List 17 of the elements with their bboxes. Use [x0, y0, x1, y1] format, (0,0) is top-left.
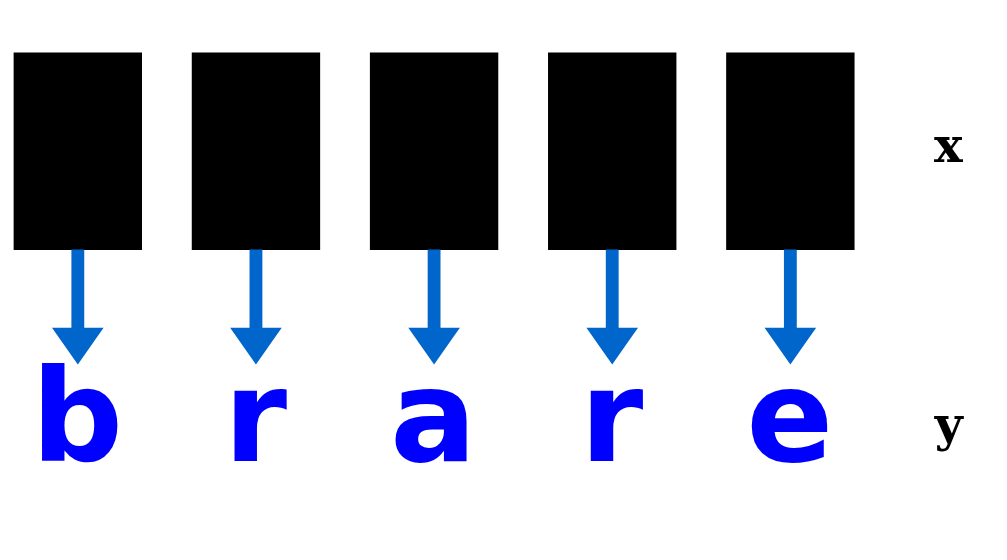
arrow: [52, 248, 104, 365]
node-box: [369, 52, 499, 250]
node-text: a: [389, 341, 477, 491]
node-text: e: [746, 341, 834, 491]
arrow: [408, 248, 460, 365]
node-text: b: [31, 341, 124, 491]
label: x: [933, 116, 963, 173]
node-text: r: [580, 341, 644, 491]
arrow: [586, 248, 639, 365]
node-box: [548, 52, 677, 250]
arrow: [764, 248, 817, 365]
node-text: r: [223, 341, 288, 491]
label: y: [934, 395, 963, 452]
node-box: [13, 52, 142, 250]
node-box: [726, 52, 855, 250]
node-box: [191, 52, 321, 250]
arrow: [230, 248, 282, 365]
